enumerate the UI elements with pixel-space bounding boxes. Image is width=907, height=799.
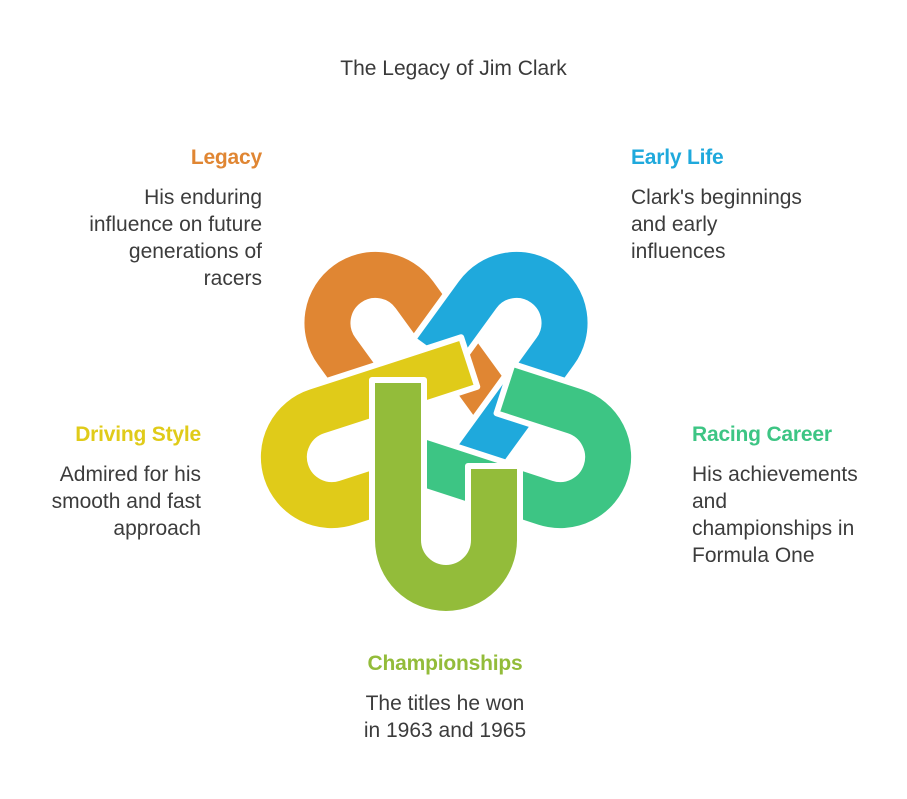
driving-style-line: approach xyxy=(113,517,201,540)
championships-loop xyxy=(369,377,523,617)
racing-career-heading: Racing Career xyxy=(692,423,832,446)
racing-career-line: championships in xyxy=(692,517,855,540)
racing-career-loop xyxy=(382,360,638,535)
driving-style-block: Driving Style Admired for his smooth and… xyxy=(1,423,202,542)
driving-style-line: smooth and fast xyxy=(51,490,201,513)
early-life-block: Early Life Clark's beginnings and early … xyxy=(631,146,871,265)
legacy-description: His enduring influence on future generat… xyxy=(22,184,262,292)
racing-career-line: and xyxy=(692,490,728,513)
racing-career-line: Formula One xyxy=(692,544,815,567)
championships-line: in 1963 and 1965 xyxy=(363,719,527,742)
championships-line: The titles he won xyxy=(365,692,525,715)
early-life-description: Clark's beginnings and early influences xyxy=(631,184,871,265)
championships-description: The titles he won in 1963 and 1965 xyxy=(295,690,595,744)
diagram-title: The Legacy of Jim Clark xyxy=(340,57,567,80)
legacy-heading: Legacy xyxy=(190,146,262,169)
driving-style-line: Admired for his xyxy=(59,463,201,486)
championships-heading: Championships xyxy=(367,652,523,675)
legacy-block: Legacy His enduring influence on future … xyxy=(22,146,262,292)
early-life-line: Clark's beginnings xyxy=(631,186,802,209)
early-life-line: and early xyxy=(631,213,718,236)
championships-block: Championships The titles he won in 1963 … xyxy=(295,652,595,744)
racing-career-line: His achievements xyxy=(692,463,858,486)
legacy-line: His enduring xyxy=(144,186,262,209)
legacy-line: influence on future xyxy=(89,213,262,236)
driving-style-description: Admired for his smooth and fast approach xyxy=(1,461,201,542)
early-life-loop xyxy=(410,245,594,499)
driving-style-heading: Driving Style xyxy=(75,423,201,446)
legacy-line: generations of xyxy=(128,240,262,263)
legacy-line: racers xyxy=(203,267,262,290)
early-life-line: influences xyxy=(631,240,726,263)
racing-career-block: Racing Career His achievements and champ… xyxy=(692,423,902,569)
racing-career-description: His achievements and championships in Fo… xyxy=(692,461,902,569)
early-life-heading: Early Life xyxy=(631,146,724,169)
